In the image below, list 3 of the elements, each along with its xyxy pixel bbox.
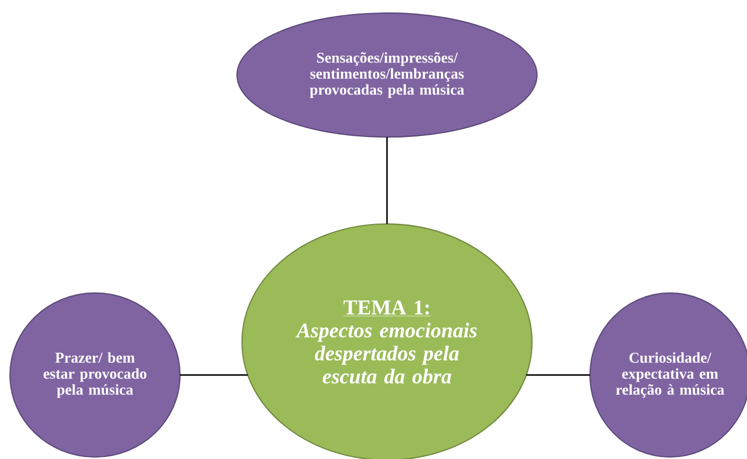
connector-line [180,374,248,376]
connector-line [386,137,388,224]
connector-line [526,374,590,376]
